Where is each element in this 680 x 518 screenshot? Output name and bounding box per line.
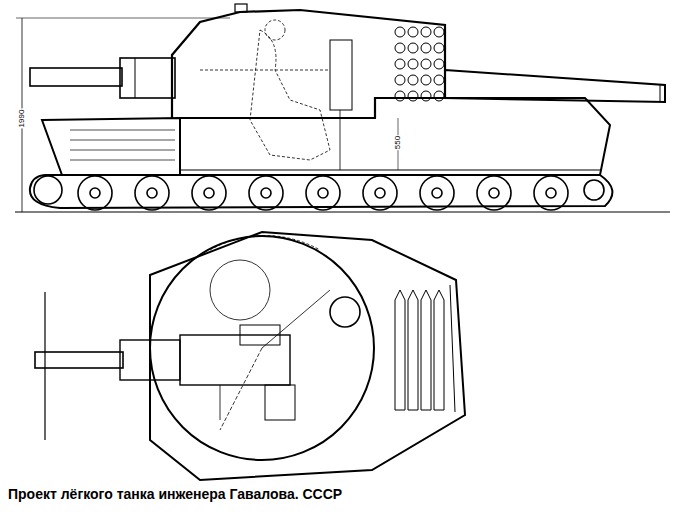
dimension-label: 1990 [17, 108, 26, 128]
figure-caption: Проект лёгкого танка инженера Гавалова. … [8, 486, 342, 502]
dimension-label: 550 [393, 134, 402, 149]
